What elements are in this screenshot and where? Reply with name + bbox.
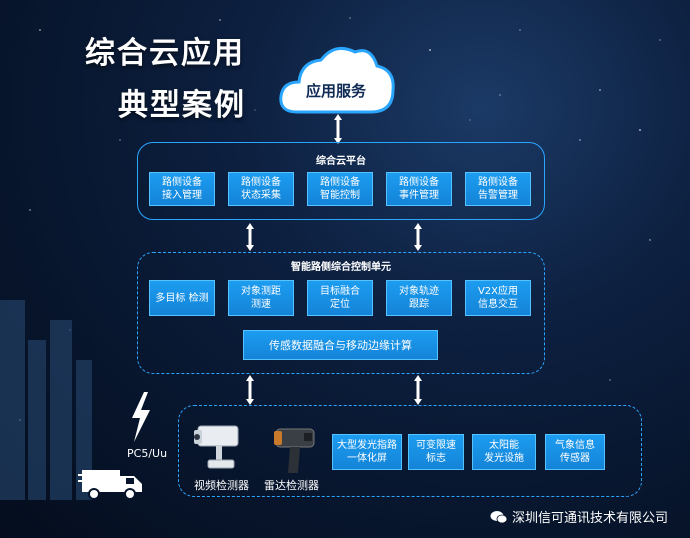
truck-icon: [78, 470, 142, 500]
control-box-tracking: 对象轨迹 跟踪: [386, 280, 452, 316]
camera-icon: [194, 425, 239, 469]
platform-box-control: 路侧设备 智能控制: [307, 172, 373, 206]
control-box-fusion: 目标融合 定位: [307, 280, 373, 316]
cloud-label: 应用服务: [305, 82, 366, 100]
double-arrow-icon: [334, 114, 342, 144]
control-unit-panel: 智能路侧综合控制单元: [137, 252, 545, 374]
cloud-platform-panel: 综合云平台: [137, 142, 545, 220]
device-box-weather: 气象信息 传感器: [545, 434, 605, 470]
cloud-icon: [279, 46, 395, 114]
wechat-icon: [490, 511, 508, 524]
radar-detector-label: 雷达检测器: [264, 479, 319, 492]
platform-box-event: 路侧设备 事件管理: [386, 172, 452, 206]
company-name: 深圳信可通讯技术有限公司: [511, 511, 668, 526]
edge-computing-box: 传感数据融合与移动边缘计算: [243, 330, 438, 360]
device-box-speed-limit: 可变限速 标志: [408, 434, 464, 470]
platform-box-access: 路侧设备 接入管理: [149, 172, 215, 206]
double-arrow-icon: [414, 375, 422, 405]
link-label: PC5/Uu: [127, 447, 168, 460]
radar-gun-icon: [274, 428, 315, 473]
platform-title: 综合云平台: [316, 156, 366, 167]
control-box-ranging: 对象测距 测速: [228, 280, 294, 316]
lightning-icon: [132, 392, 150, 442]
device-box-guide-screen: 大型发光指路 一体化屏: [332, 434, 402, 470]
company-watermark: 深圳信可通讯技术有限公司: [490, 507, 668, 526]
double-arrow-icon: [414, 223, 422, 251]
title-line-2: 典型案例: [118, 88, 246, 123]
devices-panel: [178, 405, 642, 497]
double-arrow-icon: [246, 223, 254, 251]
control-box-detection: 多目标 检测: [149, 280, 215, 316]
double-arrow-icon: [246, 375, 254, 405]
video-detector-label: 视频检测器: [194, 479, 249, 492]
control-unit-title: 智能路侧综合控制单元: [291, 262, 391, 273]
platform-box-alarm: 路侧设备 告警管理: [465, 172, 531, 206]
device-box-solar: 太阳能 发光设施: [472, 434, 536, 470]
platform-box-status: 路侧设备 状态采集: [228, 172, 294, 206]
title-line-1: 综合云应用: [85, 36, 245, 71]
control-box-v2x: V2X应用 信息交互: [465, 280, 531, 316]
